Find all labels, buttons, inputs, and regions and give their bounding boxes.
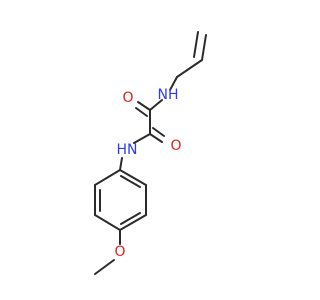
atom-oxygen-methoxy: O bbox=[114, 244, 125, 260]
n-carbonyl-bond-1 bbox=[149, 99, 163, 111]
atom-oxygen-carbonyl-2: O bbox=[170, 138, 181, 154]
carbonyl-2-double-bond-b bbox=[152, 127, 165, 137]
ring-bond-6 bbox=[119, 169, 147, 186]
ring-bond-3 bbox=[94, 214, 121, 231]
ring-bond-1 bbox=[94, 169, 121, 186]
carbonyl-2-double-bond-a bbox=[149, 133, 163, 143]
allyl-terminal-double-bond-b bbox=[193, 31, 199, 58]
carbonyl-1-double-bond-a bbox=[137, 101, 151, 111]
carbonyl-1-double-bond-b bbox=[135, 107, 148, 117]
ring-bond-4 bbox=[119, 214, 147, 231]
atom-nitrogen-aryl: HN bbox=[116, 142, 137, 158]
n-aryl-bond bbox=[119, 157, 123, 171]
atom-nitrogen-allyl: NH bbox=[157, 87, 178, 103]
allyl-ch-ch2-bond bbox=[176, 59, 203, 78]
ring-inner-double-3 bbox=[120, 175, 141, 188]
molecule-diagram: NH O O HN O bbox=[94, 31, 207, 275]
atom-oxygen-carbonyl-1: O bbox=[122, 90, 133, 106]
allyl-terminal-double-bond-a bbox=[201, 34, 207, 61]
allyl-ch2-n-bond bbox=[169, 76, 178, 91]
structure-canvas: NH O O HN O bbox=[94, 31, 207, 275]
o-methyl-bond bbox=[94, 259, 115, 275]
ring-inner-double-2 bbox=[120, 212, 141, 225]
carbonyl-n-bond-2 bbox=[133, 133, 151, 144]
